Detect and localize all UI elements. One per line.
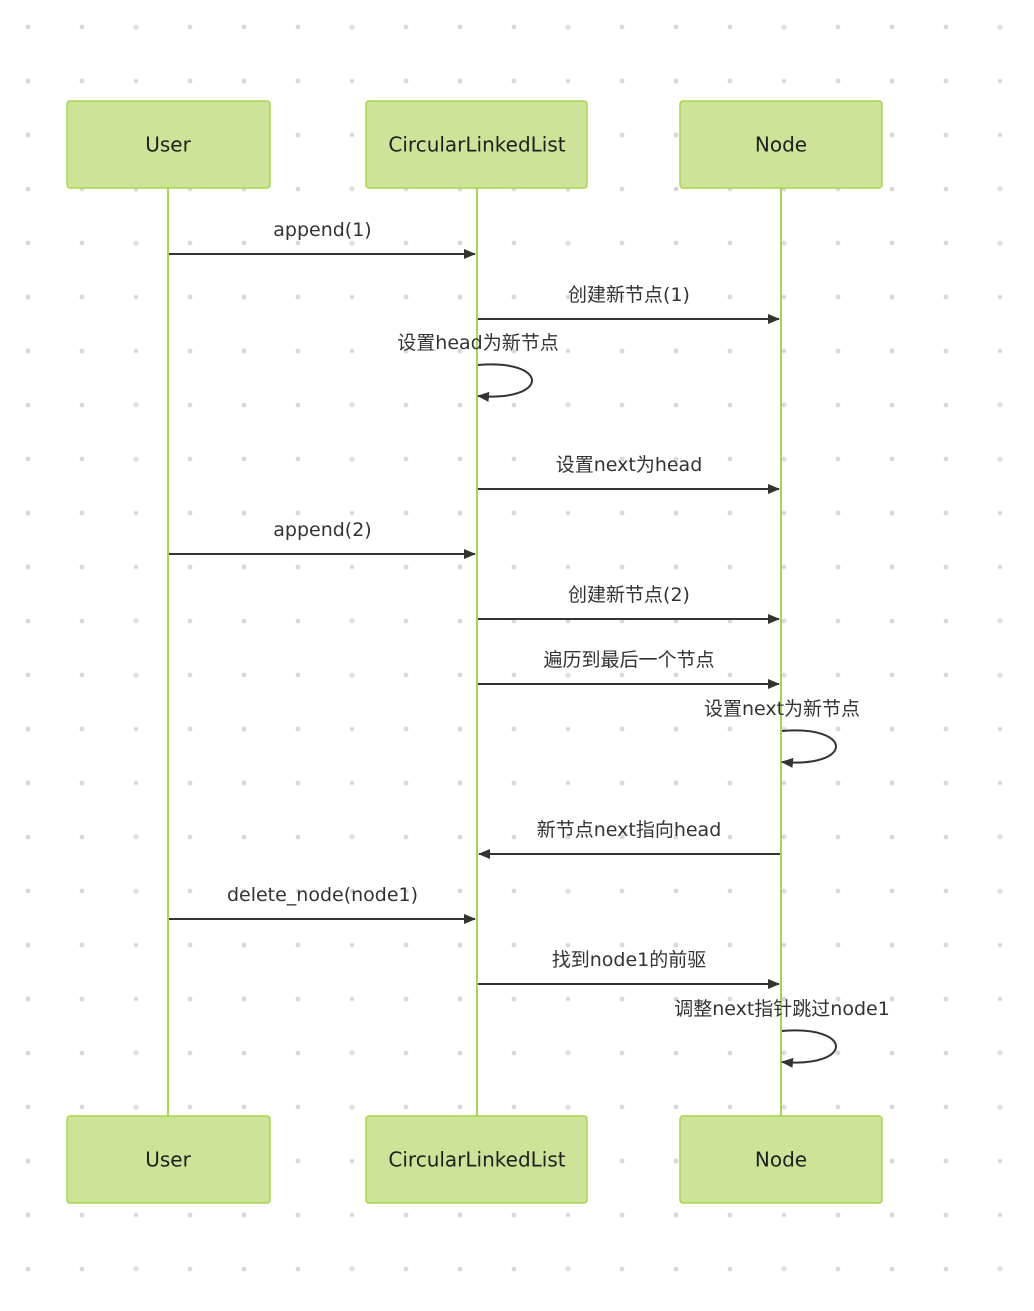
message-5: append(2) — [169, 519, 476, 559]
self-message-arrow — [781, 1029, 837, 1068]
message-2: 创建新节点(1) — [478, 284, 780, 324]
message-label: append(2) — [273, 519, 371, 541]
actor-list-bottom: CircularLinkedList — [365, 1115, 588, 1204]
actor-user-top: User — [66, 100, 271, 189]
self-message-arrow — [781, 729, 837, 768]
actor-box — [365, 1115, 588, 1204]
message-8: 设置next为新节点 — [704, 698, 860, 768]
message-1: append(1) — [169, 219, 476, 259]
message-10: delete_node(node1) — [169, 884, 476, 924]
message-label: 设置next为新节点 — [704, 698, 860, 720]
message-label: 创建新节点(2) — [568, 584, 690, 606]
self-message-arrow — [477, 363, 533, 402]
actor-label: User — [145, 133, 191, 157]
message-label: 调整next指针跳过node1 — [674, 998, 890, 1020]
actor-box — [66, 1115, 271, 1204]
message-label: 新节点next指向head — [537, 819, 722, 841]
actor-node-top: Node — [679, 100, 883, 189]
actor-label: Node — [755, 1148, 807, 1172]
message-label: delete_node(node1) — [227, 884, 418, 906]
message-3: 设置head为新节点 — [397, 332, 559, 402]
message-label: 创建新节点(1) — [568, 284, 690, 306]
actor-label: CircularLinkedList — [388, 1148, 565, 1172]
message-6: 创建新节点(2) — [478, 584, 780, 624]
actor-box — [679, 1115, 883, 1204]
message-label: 设置head为新节点 — [397, 332, 558, 354]
message-9: 新节点next指向head — [478, 819, 780, 859]
message-label: append(1) — [273, 219, 371, 241]
actor-box — [679, 100, 883, 189]
actor-node-bottom: Node — [679, 1115, 883, 1204]
actor-label: CircularLinkedList — [388, 133, 565, 157]
lifelines — [167, 188, 782, 1116]
message-label: 遍历到最后一个节点 — [543, 649, 714, 671]
message-7: 遍历到最后一个节点 — [478, 649, 780, 689]
actor-box — [66, 100, 271, 189]
message-label: 找到node1的前驱 — [552, 949, 707, 971]
actors-bottom: User CircularLinkedList Node — [66, 1115, 883, 1204]
actor-list-top: CircularLinkedList — [365, 100, 588, 189]
actors-top: User CircularLinkedList Node — [66, 100, 883, 189]
actor-user-bottom: User — [66, 1115, 271, 1204]
actor-box — [365, 100, 588, 189]
message-4: 设置next为head — [478, 454, 780, 494]
actor-label: User — [145, 1148, 191, 1172]
message-12: 调整next指针跳过node1 — [674, 998, 890, 1068]
message-11: 找到node1的前驱 — [478, 949, 780, 989]
message-label: 设置next为head — [556, 454, 703, 476]
actor-label: Node — [755, 133, 807, 157]
